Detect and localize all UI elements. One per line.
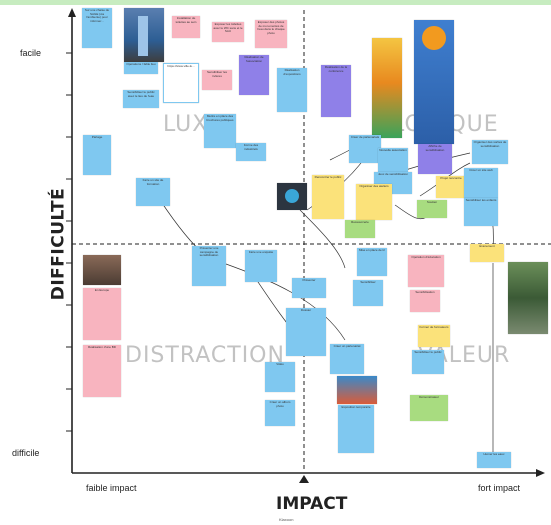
sticky-note[interactable]: Rencontrer le public [312,175,344,219]
sticky-note[interactable]: Humer les eaux [477,452,511,468]
sticky-note[interactable]: Mettre en place des brochures publiques [204,114,236,148]
y-axis-bottom-label: difficile [12,448,40,458]
sticky-note[interactable]: Réalisation d'une BD [83,345,121,397]
sticky-note[interactable]: Créer un site web [464,168,498,198]
sticky-note[interactable]: Créer un partenariat [330,344,364,374]
x-axis-left-label: faible impact [86,483,137,493]
image-card-fountain[interactable] [124,8,164,62]
x-center-marker [299,475,309,483]
sticky-note[interactable]: Forme des industriels [236,143,266,161]
sticky-note[interactable]: Démonstrateur [410,395,448,421]
image-card-exhibition[interactable] [337,376,377,404]
sticky-note[interactable]: Former de formateurs [418,325,450,347]
y-axis-ticks [66,52,72,432]
sticky-note[interactable]: Exposer les toilettes avec le WC sans et… [212,22,244,42]
image-card-video[interactable] [277,183,307,210]
image-card-city[interactable] [83,255,121,285]
sticky-note[interactable]: Opérations / fable lieu [124,62,158,74]
sticky-note[interactable]: Présenter une campagne de sensibilisatio… [192,246,226,286]
sticky-note[interactable]: Exposer des photos de mon-mentés de l'ea… [255,20,287,48]
sticky-note[interactable]: Exposition temporaire [338,405,374,453]
x-axis-right-label: fort impact [478,483,521,493]
sticky-note[interactable]: Faire un site de formation [136,178,170,206]
x-axis-title: IMPACT [276,494,348,514]
sticky-note[interactable]: Mise en place de tri [357,248,387,276]
sticky-note[interactable]: Sensibiliser le public [412,350,444,374]
sticky-note[interactable]: Affiche de sensibilisation [418,144,452,174]
sticky-note[interactable]: Opération d'éducation [408,255,444,287]
sticky-note[interactable]: Vidéo [265,362,295,392]
y-axis-top-label: facile [20,48,42,58]
footer-note: Klaxoon [279,517,294,522]
sticky-note[interactable]: Réalisation d'expositions [277,68,307,112]
sticky-note[interactable]: Créer de partenariats [349,135,381,163]
sticky-note[interactable]: Sur une chaise de SAGE (via l'ambiente) … [82,8,112,48]
sticky-note[interactable]: En Europe [83,288,121,340]
quadrant-bottom-left-label: DISTRACTION [125,343,285,368]
image-card-garden[interactable] [508,262,548,334]
sticky-note[interactable]: Partage [83,135,111,175]
sticky-note[interactable]: Événement [470,244,504,262]
sticky-note[interactable]: Présenter [292,278,326,298]
sticky-note[interactable]: Ressourcerie [345,220,375,238]
sticky-note[interactable]: Organiser des sorties de sensibilisation [472,140,508,164]
sticky-note[interactable]: Organiser des ateliers [356,184,392,220]
sticky-note[interactable]: Sensibiliser le public avec le lieu de l… [123,90,159,108]
sticky-note[interactable]: Nouvelle association [378,148,408,172]
sticky-note[interactable]: Projet rencontre [436,176,466,198]
sticky-note[interactable]: Dossier [286,308,326,356]
sticky-note[interactable]: Sensibiliser les enfants [464,198,498,226]
top-banner [0,0,551,5]
sticky-note[interactable]: Sensibilisation [410,290,440,312]
sticky-note[interactable]: https://www.ville-lu... [163,63,199,103]
image-card-poster-2[interactable] [414,20,454,144]
y-axis-title: DIFFICULTÉ [48,187,69,301]
image-card-poster-1[interactable] [372,38,402,138]
sticky-note[interactable]: Réalisation de l'association [239,55,269,95]
y-axis-arrowhead [68,8,76,17]
sticky-note[interactable]: Soutien [417,200,447,218]
sticky-note[interactable]: Installation de toilettes au sein [172,16,200,38]
sticky-note[interactable]: Faire une enquête [245,250,277,282]
sticky-note[interactable]: Créer un album photo [265,400,295,426]
sticky-note[interactable]: Sensibiliser [353,280,383,306]
sticky-note[interactable]: Sensibiliser les rivières [202,70,232,90]
x-axis-arrowhead [536,469,545,477]
sticky-note[interactable]: Réalisation de la conférence [321,65,351,117]
